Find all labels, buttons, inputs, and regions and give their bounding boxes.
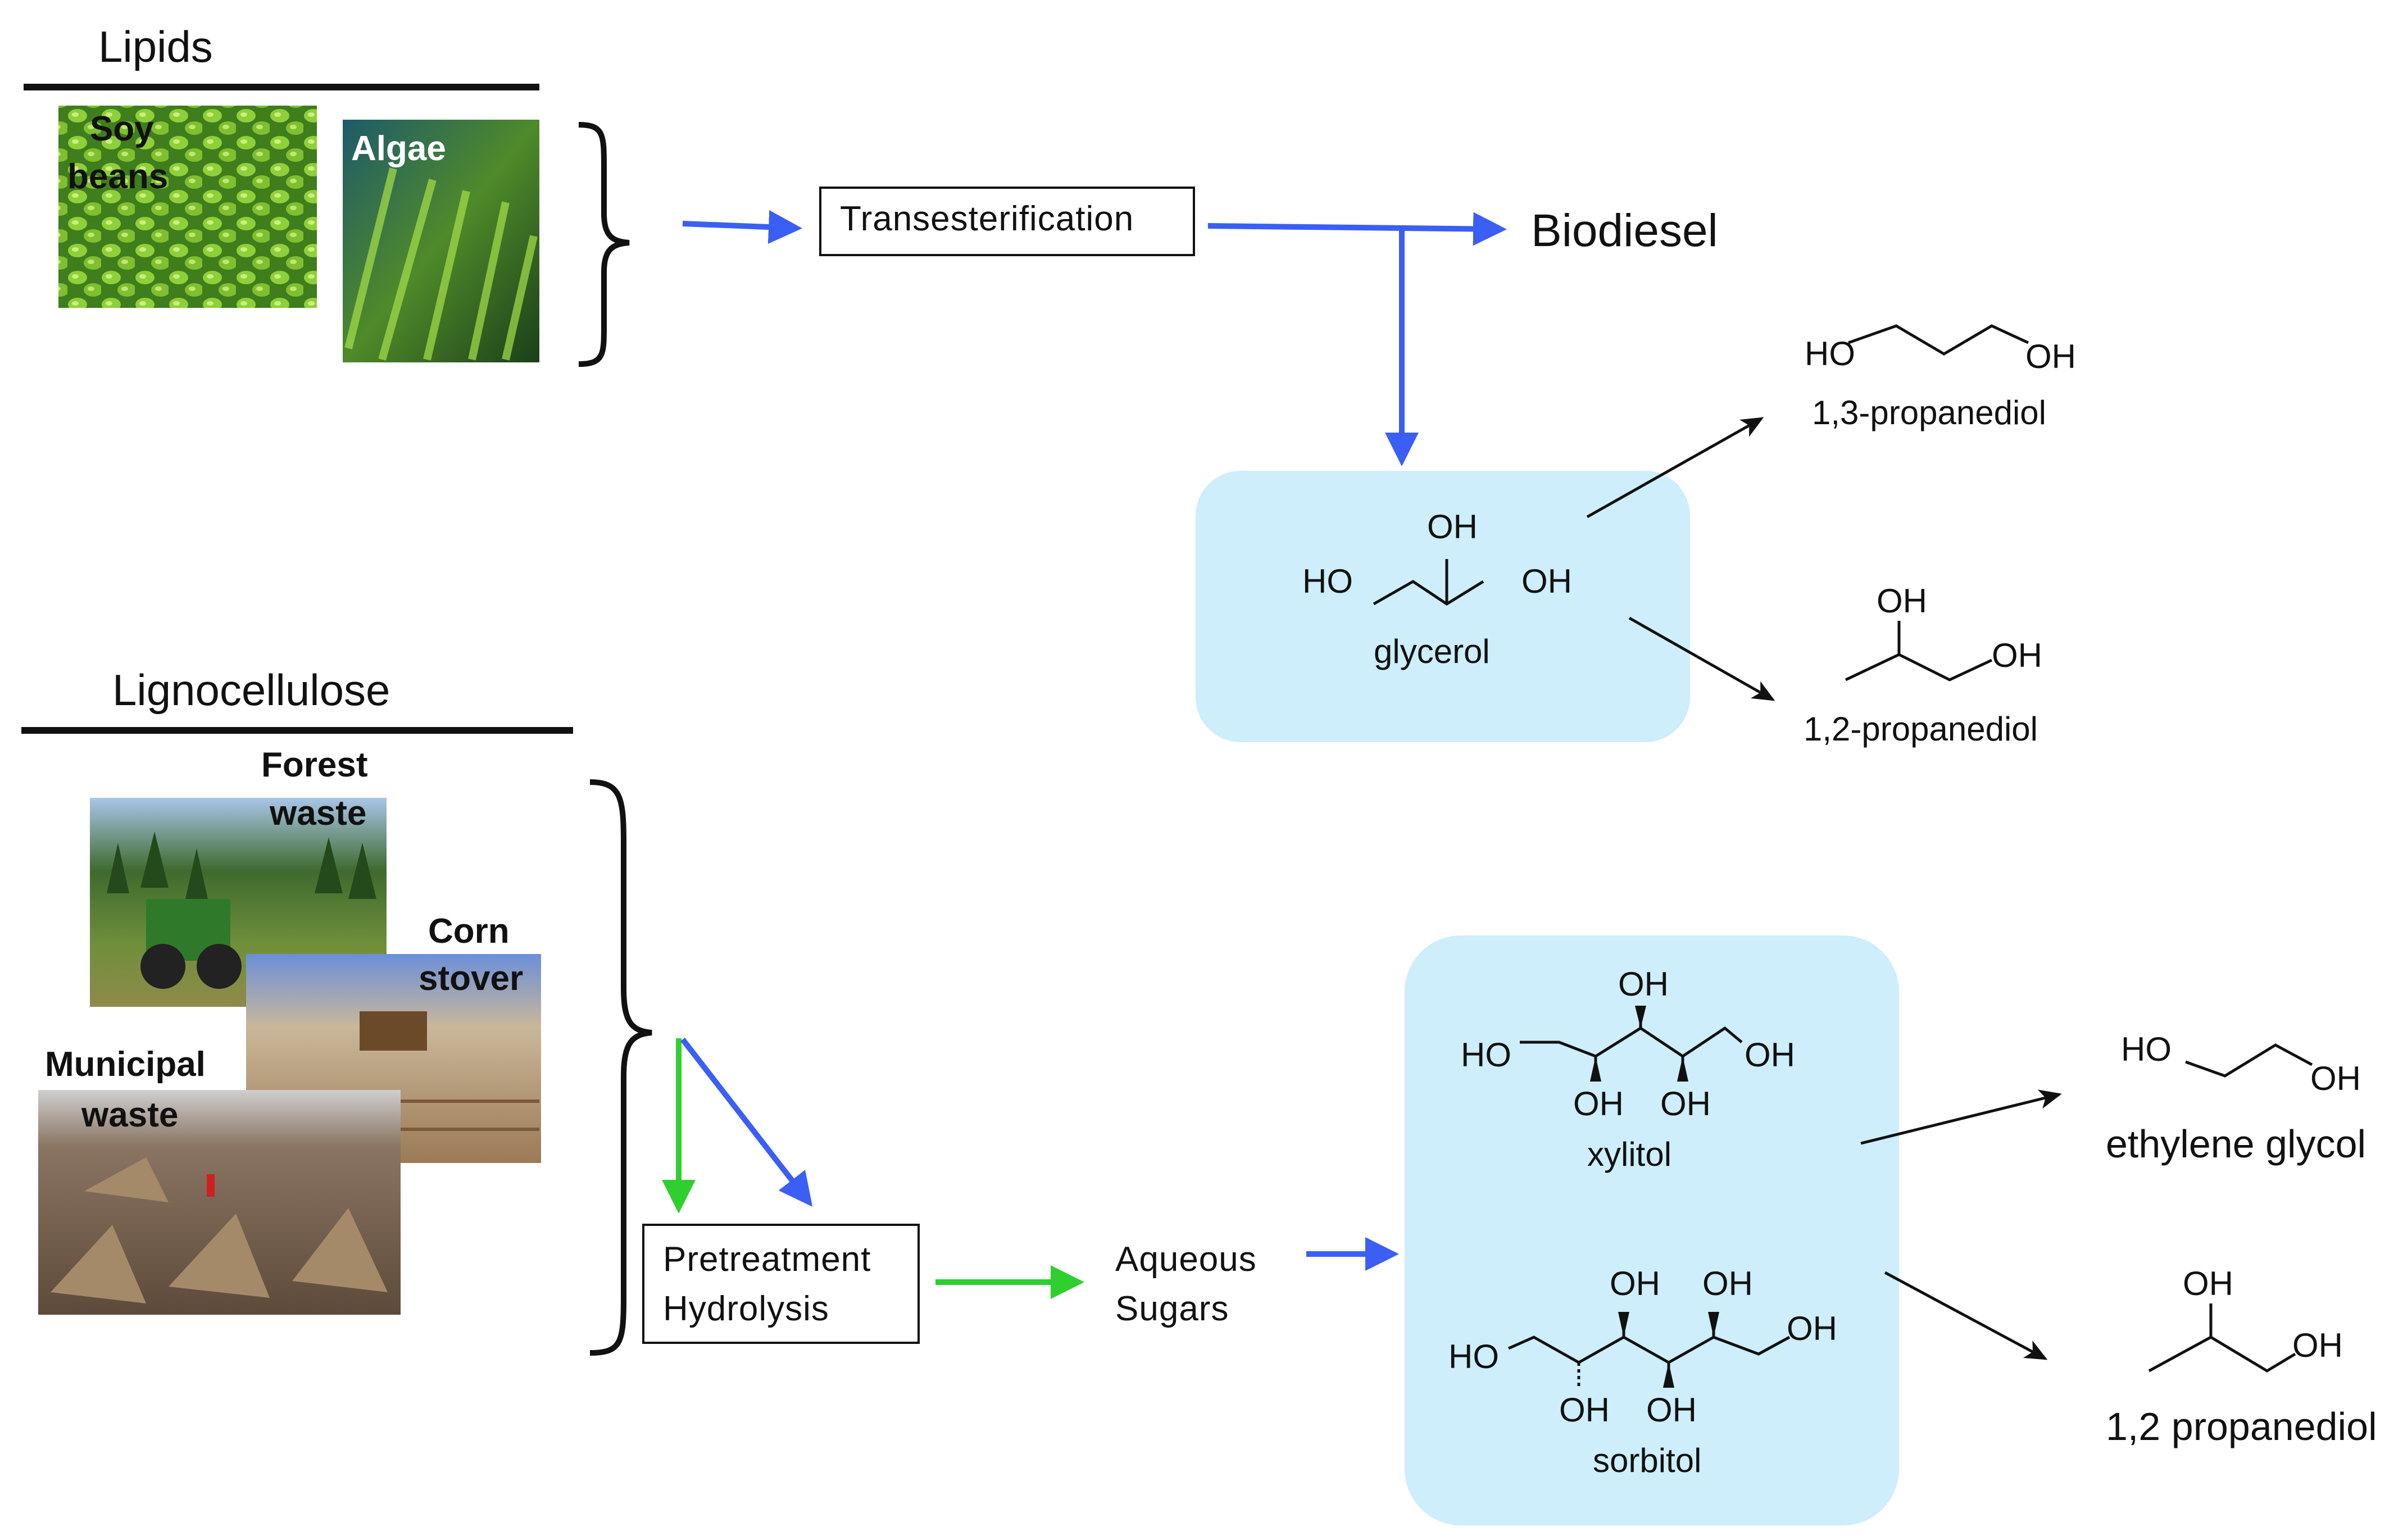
12-propanediol-bottom-structure: [2148, 1303, 2296, 1373]
sorbitol-oh-top-1: OH: [1610, 1265, 1660, 1302]
soybeans-photo: Soy beans: [58, 106, 317, 308]
13pd-oh: OH: [2025, 338, 2076, 375]
soy-label-2: beans: [67, 157, 168, 196]
lignocellulose-heading: Lignocellulose: [112, 665, 390, 715]
glycerol-ho: HO: [1302, 562, 1353, 600]
xylitol-wedge-1: [1635, 1006, 1646, 1028]
sorbitol-wedge-1: [1618, 1312, 1629, 1337]
sorbitol-oh-right: OH: [1787, 1310, 1837, 1347]
municipal-waste-photo: waste: [38, 1090, 401, 1315]
polyols-box: [1405, 935, 1899, 1525]
sorbitol-ho: HO: [1448, 1338, 1499, 1375]
eg-ho: HO: [2121, 1030, 2172, 1068]
to-biodiesel-arrow: [1207, 212, 1507, 246]
corn-label-1: Corn: [428, 912, 510, 951]
brace-to-pretreatment-blue-arrow: [680, 1037, 813, 1207]
12-propanediol-top-structure: [1845, 621, 1993, 682]
forest-label-1: Forest: [261, 746, 367, 784]
xylitol-ho: HO: [1461, 1036, 1511, 1074]
13pd-ho: HO: [1805, 335, 1855, 372]
sorbitol-wedge-3: [1663, 1362, 1674, 1388]
ethylene-glycol-structure: [2185, 1043, 2313, 1078]
sugars-label: Sugars: [1115, 1289, 1229, 1328]
lipids-brace: [578, 122, 630, 367]
12pd-top-oh-right: OH: [1992, 637, 2042, 674]
eg-name: ethylene glycol: [2106, 1122, 2366, 1166]
hydrolysis-label: Hydrolysis: [663, 1289, 829, 1328]
xylitol-oh-right: OH: [1745, 1036, 1795, 1074]
xylitol-oh-top: OH: [1618, 965, 1669, 1003]
forest-label-2: waste: [269, 794, 366, 833]
12pd-top-name: 1,2-propanediol: [1804, 710, 2038, 748]
algae-label: Algae: [351, 129, 446, 168]
biodiesel-label: Biodiesel: [1531, 205, 1718, 256]
xylitol-wedge-3: [1677, 1056, 1688, 1082]
glycerol-oh-top: OH: [1427, 508, 1478, 546]
soy-label-1: Soy: [90, 110, 154, 148]
glycerol-name: glycerol: [1374, 633, 1490, 670]
transesterification-label: Transesterification: [840, 199, 1134, 238]
glycerol-to-13pd-arrow: [1586, 417, 1764, 519]
municipal-label-1: Municipal: [45, 1045, 206, 1084]
municipal-label-2: waste: [81, 1096, 178, 1134]
12pd-bottom-oh-top: OH: [2183, 1265, 2233, 1302]
eg-oh: OH: [2310, 1060, 2361, 1097]
transesterification-box: [819, 187, 1195, 256]
glycerol-structure: [1373, 559, 1484, 606]
xylitol-oh-bottom-1: OH: [1573, 1085, 1624, 1123]
xylitol-wedge-2: [1590, 1056, 1601, 1082]
sorbitol-name: sorbitol: [1593, 1442, 1701, 1479]
sorbitol-wedge-2: [1708, 1312, 1719, 1337]
pretreatment-label: Pretreatment: [663, 1240, 871, 1279]
sorbitol-oh-bottom-2: OH: [1646, 1391, 1697, 1429]
corn-label-2: stover: [419, 959, 523, 998]
12pd-top-oh-top: OH: [1877, 582, 1927, 620]
12pd-bottom-name: 1,2 propanediol: [2106, 1405, 2377, 1448]
glycerol-box: [1196, 471, 1690, 742]
sorbitol-oh-bottom-1: OH: [1559, 1391, 1610, 1429]
algae-photo: Algae: [343, 120, 539, 362]
glycerol-to-12pd-arrow: [1628, 616, 1775, 701]
13-propanediol-structure: [1848, 324, 2029, 356]
12pd-bottom-oh-right: OH: [2292, 1327, 2343, 1364]
lignocellulose-brace: [589, 779, 652, 1356]
aqueous-label: Aqueous: [1115, 1240, 1257, 1279]
13pd-name: 1,3-propanediol: [1812, 394, 2046, 431]
pretreatment-box: [642, 1224, 920, 1344]
lipids-to-transesterification-arrow: [682, 210, 802, 244]
polyols-to-12pd-arrow: [1884, 1271, 2048, 1360]
polyols-to-ethylene-glycol-arrow: [1860, 1089, 2062, 1145]
xylitol-oh-bottom-2: OH: [1660, 1085, 1711, 1123]
sorbitol-oh-top-2: OH: [1702, 1265, 1753, 1302]
lipids-heading: Lipids: [98, 22, 213, 71]
glycerol-oh-right: OH: [1521, 562, 1572, 600]
xylitol-name: xylitol: [1587, 1135, 1671, 1173]
